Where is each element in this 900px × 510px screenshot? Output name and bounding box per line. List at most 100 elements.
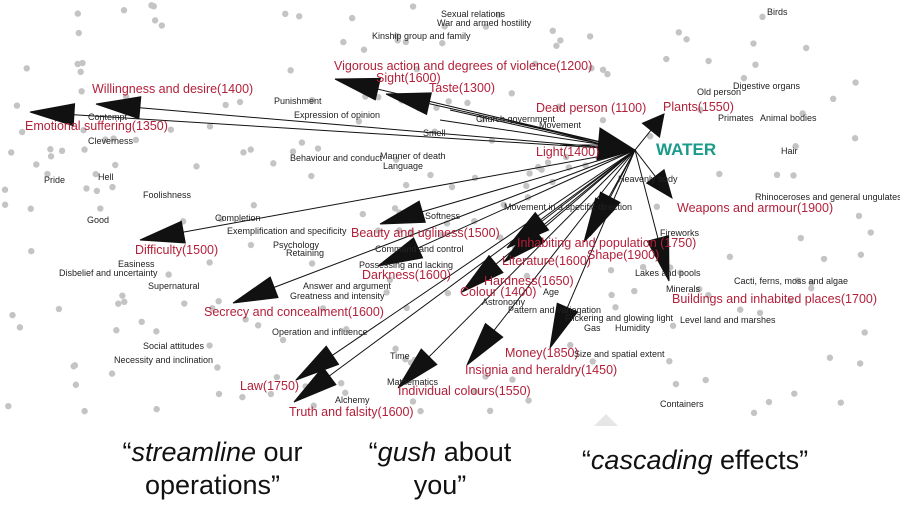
category-dot bbox=[639, 263, 647, 271]
category-dot bbox=[273, 373, 281, 381]
category-dot bbox=[702, 376, 709, 384]
category-dot bbox=[215, 298, 222, 305]
category-dot bbox=[726, 253, 734, 261]
category-label: Good bbox=[87, 215, 110, 225]
category-dot bbox=[193, 163, 200, 170]
category-dot bbox=[206, 259, 213, 266]
category-label: Kinship group and family bbox=[372, 31, 471, 41]
category-label: Heavenly body bbox=[618, 174, 678, 184]
category-dot bbox=[360, 46, 368, 53]
arrow bbox=[379, 149, 636, 225]
category-dot bbox=[488, 137, 496, 144]
category-dot bbox=[97, 205, 104, 212]
category-dot bbox=[737, 306, 744, 313]
category-dot bbox=[27, 205, 34, 212]
category-dot bbox=[396, 227, 403, 234]
category-dot bbox=[81, 146, 88, 153]
category-label: Animal bodies bbox=[760, 113, 817, 123]
category-label: Psychology bbox=[273, 240, 320, 250]
category-dot bbox=[74, 10, 82, 17]
category-dot bbox=[837, 399, 845, 406]
play-indicator-triangle bbox=[594, 414, 618, 426]
category-dot bbox=[413, 65, 421, 73]
category-dot bbox=[750, 40, 757, 47]
category-dot bbox=[856, 360, 864, 367]
category-dot bbox=[287, 67, 294, 74]
category-dot bbox=[158, 22, 166, 29]
category-label: Language bbox=[383, 161, 424, 171]
category-dot bbox=[319, 305, 327, 312]
highlighted-category-label: Law(1750) bbox=[240, 379, 300, 393]
category-dot bbox=[445, 98, 452, 105]
category-dot bbox=[752, 61, 759, 68]
category-dot bbox=[631, 287, 638, 295]
category-label: Digestive organs bbox=[733, 81, 801, 91]
highlighted-category-label: Money(1850) bbox=[505, 346, 579, 360]
center-node-water: WATER bbox=[656, 140, 717, 159]
arrow bbox=[232, 149, 636, 304]
category-dot bbox=[308, 172, 315, 180]
category-dot bbox=[239, 393, 246, 401]
category-dot bbox=[392, 345, 399, 352]
category-dot bbox=[464, 99, 471, 107]
category-dot bbox=[663, 55, 670, 63]
highlighted-category-label: Taste(1300) bbox=[429, 81, 496, 95]
category-label: Movement bbox=[539, 120, 582, 130]
category-dot bbox=[407, 228, 415, 236]
category-label: Social attitudes bbox=[143, 341, 205, 351]
category-dot bbox=[409, 398, 417, 405]
category-dot bbox=[586, 33, 594, 40]
category-label: Disbelief and uncertainty bbox=[59, 268, 158, 278]
incoming-edge bbox=[449, 109, 606, 146]
category-dot bbox=[308, 96, 316, 104]
highlighted-category-label: Secrecy and concealment(1600) bbox=[204, 305, 384, 319]
arrow bbox=[466, 149, 636, 366]
category-label: Mathematics bbox=[387, 377, 439, 387]
category-dot bbox=[33, 161, 40, 168]
category-dot bbox=[392, 156, 400, 163]
category-label: Minerals bbox=[666, 284, 701, 294]
category-label: Necessity and inclination bbox=[114, 355, 214, 365]
category-dot bbox=[683, 36, 690, 43]
category-dot bbox=[374, 227, 382, 234]
category-dot bbox=[391, 205, 399, 212]
category-dot bbox=[509, 376, 516, 383]
quote-1: “streamline our operations” bbox=[122, 437, 303, 500]
category-dot bbox=[270, 160, 277, 167]
arrow bbox=[377, 149, 636, 267]
category-dot bbox=[254, 322, 262, 329]
arrow bbox=[139, 149, 636, 244]
category-dot bbox=[599, 116, 607, 124]
category-label: Lakes and pools bbox=[635, 268, 701, 278]
category-dot bbox=[8, 149, 15, 156]
category-label: Exemplification and specificity bbox=[227, 226, 347, 236]
category-label: Retaining bbox=[286, 248, 325, 258]
category-label: Softness bbox=[425, 211, 461, 221]
category-dot bbox=[589, 358, 596, 365]
incoming-edge bbox=[439, 119, 606, 146]
category-label: Church government bbox=[476, 114, 556, 124]
category-label: Behaviour and conduct bbox=[290, 153, 383, 163]
category-dot bbox=[217, 215, 225, 223]
category-dot bbox=[790, 172, 797, 179]
category-dot bbox=[441, 23, 448, 30]
category-dot bbox=[122, 93, 130, 100]
category-label: Age bbox=[543, 287, 560, 297]
highlighted-category-label: Truth and falsity(1600) bbox=[289, 405, 414, 419]
category-dot bbox=[151, 17, 159, 24]
category-dot bbox=[439, 39, 446, 47]
category-dot bbox=[359, 210, 367, 218]
category-dot bbox=[495, 11, 502, 19]
category-dot bbox=[486, 407, 494, 415]
category-dot bbox=[55, 305, 63, 313]
category-dot bbox=[852, 79, 859, 86]
category-dot bbox=[279, 336, 287, 344]
category-dot bbox=[340, 38, 347, 46]
category-dot bbox=[826, 354, 834, 361]
category-label: Sexual relations bbox=[441, 9, 506, 19]
category-label: Old person bbox=[697, 87, 742, 97]
category-dot bbox=[289, 148, 297, 155]
quote-2: “gush about you” bbox=[368, 437, 512, 500]
category-dot bbox=[153, 328, 160, 335]
